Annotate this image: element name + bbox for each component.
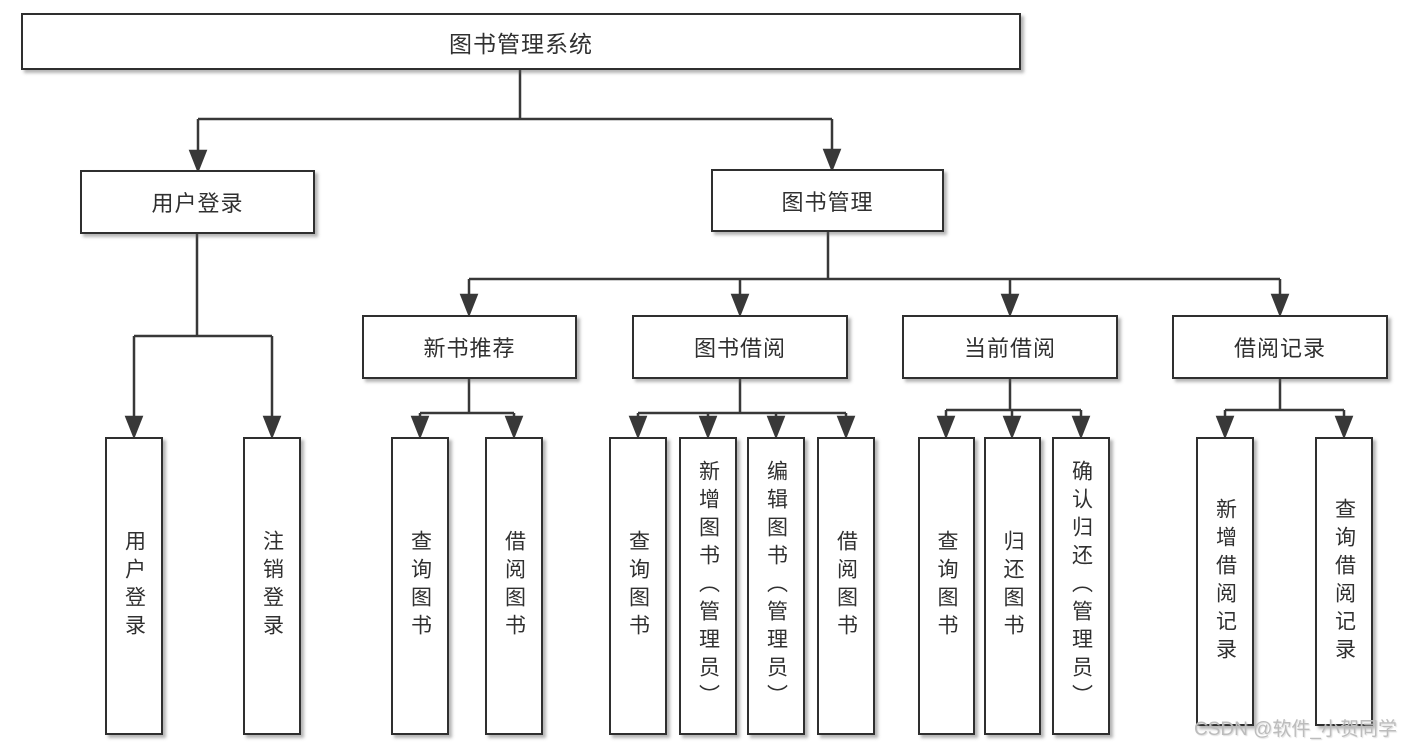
leaf-user-login: 用户登录 <box>105 437 163 735</box>
leaf-logout: 注销登录 <box>243 437 301 735</box>
node-root-label: 图书管理系统 <box>449 30 593 57</box>
connector-user-login-to-leaves <box>124 234 282 440</box>
leaf-newrec-borrow-book: 借阅图书 <box>485 437 543 735</box>
arrowhead <box>1215 415 1235 440</box>
connector-book-mgmt-to-level3 <box>459 232 1290 318</box>
leaf-label: 新增借阅记录 <box>1213 497 1237 666</box>
arrowhead <box>410 415 430 440</box>
node-borrow-record-label: 借阅记录 <box>1233 336 1326 361</box>
node-new-book-rec: 新书推荐 <box>362 315 577 379</box>
leaf-confirm-return-admin: 确认归还（管理员） <box>1052 437 1110 735</box>
connector-root-to-level2 <box>188 70 842 174</box>
leaf-label: 注销登录 <box>260 530 284 642</box>
leaf-label: 编辑图书（管理员） <box>764 460 788 712</box>
arrowhead <box>188 149 208 174</box>
csdn-watermark: CSDN @软件_小贺同学 <box>1194 719 1397 740</box>
leaf-label: 新增图书（管理员） <box>696 460 720 712</box>
node-user-login: 用户登录 <box>80 170 315 234</box>
arrowhead <box>628 415 648 440</box>
node-user-login-label: 用户登录 <box>151 191 244 216</box>
arrowhead <box>1071 415 1091 440</box>
leaf-return-book: 归还图书 <box>984 437 1041 735</box>
arrowhead <box>822 148 842 173</box>
arrowhead <box>766 415 786 440</box>
node-book-borrow-label: 图书借阅 <box>693 336 786 361</box>
leaf-borrow-query-book: 查询图书 <box>609 437 667 735</box>
arrowhead <box>936 415 956 440</box>
node-current-borrow: 当前借阅 <box>902 315 1118 379</box>
leaf-current-query-book: 查询图书 <box>918 437 975 735</box>
leaf-label: 借阅图书 <box>834 530 858 642</box>
node-book-mgmt: 图书管理 <box>711 169 944 232</box>
connector-book-borrow-to-leaves <box>628 379 856 440</box>
arrowhead <box>124 415 144 440</box>
leaf-label: 查询借阅记录 <box>1332 497 1356 666</box>
node-borrow-record: 借阅记录 <box>1172 315 1388 379</box>
leaf-newrec-query-book: 查询图书 <box>391 437 449 735</box>
leaf-label: 查询图书 <box>935 530 958 642</box>
node-book-borrow: 图书借阅 <box>632 315 848 379</box>
arrowhead <box>1000 293 1020 318</box>
leaf-add-book-admin: 新增图书（管理员） <box>679 437 737 735</box>
arrowhead <box>1002 415 1022 440</box>
arrowhead <box>698 415 718 440</box>
leaf-edit-book-admin: 编辑图书（管理员） <box>747 437 805 735</box>
leaf-label: 查询图书 <box>626 530 650 642</box>
arrowhead <box>262 415 282 440</box>
leaf-label: 借阅图书 <box>502 530 526 642</box>
node-new-book-rec-label: 新书推荐 <box>423 336 516 361</box>
arrowhead <box>459 293 479 318</box>
connector-current-borrow-to-leaves <box>936 379 1091 440</box>
leaf-label: 用户登录 <box>122 530 146 642</box>
arrowhead <box>504 415 524 440</box>
node-current-borrow-label: 当前借阅 <box>963 336 1056 361</box>
leaf-borrow-book: 借阅图书 <box>817 437 875 735</box>
leaf-add-borrow-record: 新增借阅记录 <box>1196 437 1254 726</box>
arrowhead <box>1270 293 1290 318</box>
arrowhead <box>836 415 856 440</box>
leaf-label: 归还图书 <box>1001 530 1024 642</box>
leaf-label: 查询图书 <box>408 530 432 642</box>
leaf-label: 确认归还（管理员） <box>1069 460 1093 712</box>
node-root: 图书管理系统 <box>21 13 1021 70</box>
arrowhead <box>1334 415 1354 440</box>
connector-borrow-record-to-leaves <box>1215 379 1354 440</box>
node-book-mgmt-label: 图书管理 <box>781 189 874 215</box>
arrowhead <box>730 293 750 318</box>
leaf-query-borrow-record: 查询借阅记录 <box>1315 437 1373 726</box>
connector-new-book-rec-to-leaves <box>410 379 524 440</box>
